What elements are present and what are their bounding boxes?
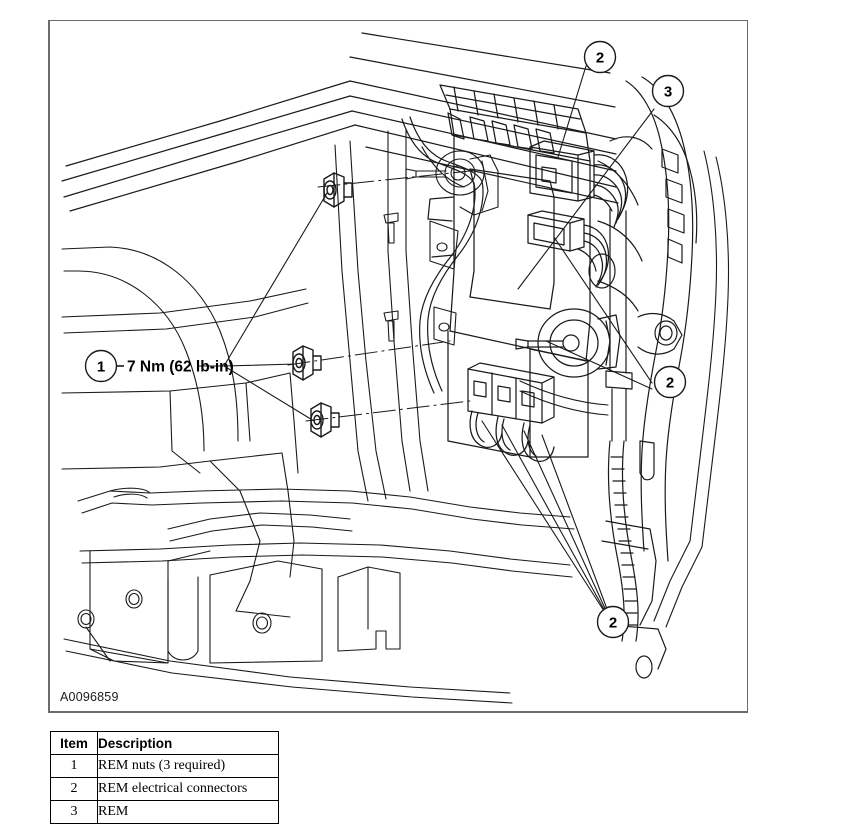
callout-2-top-label: 2 xyxy=(596,50,604,67)
rem-connector-upper xyxy=(529,140,629,228)
callout-2-bottom-label: 2 xyxy=(609,615,617,632)
lower-bracket-right xyxy=(337,566,401,652)
legend-item-description: REM nuts (3 required) xyxy=(97,754,279,778)
legend-item-number: 2 xyxy=(50,777,98,801)
legend-item-number: 1 xyxy=(50,754,98,778)
legend-item-number: 3 xyxy=(50,800,98,824)
rem-nut-lower xyxy=(310,402,340,438)
table-row: 1 REM nuts (3 required) xyxy=(50,754,279,778)
torque-spec: 7 Nm (62 lb-in) xyxy=(117,359,234,376)
rem-connector-middle xyxy=(527,210,610,288)
callout-1-label: 1 xyxy=(97,359,105,376)
callout-2-bottom: 2 xyxy=(596,605,630,639)
wheel-arch-lines xyxy=(61,246,239,452)
callout-2-right: 2 xyxy=(653,365,687,399)
mounting-stud-upper xyxy=(405,150,499,216)
torque-spec-label: 7 Nm (62 lb-in) xyxy=(127,359,234,376)
rem-nut-middle xyxy=(292,345,322,381)
legend-header-description: Description xyxy=(97,731,279,755)
round-grommet xyxy=(515,308,621,378)
leader-line-item-2-top xyxy=(557,65,587,158)
floor-pan-left xyxy=(61,452,295,618)
harness-tube-right xyxy=(605,208,639,642)
callout-1: 1 xyxy=(84,349,118,383)
leader-lines-item-1 xyxy=(197,192,328,422)
center-pillar xyxy=(334,128,429,502)
callout-2-top: 2 xyxy=(583,40,617,74)
bracket-tab-lower xyxy=(433,306,457,346)
leader-lines-item-2-right xyxy=(545,236,653,390)
callout-bubbles: 1 2 3 2 xyxy=(84,40,687,639)
rem-module xyxy=(427,84,591,458)
rem-location-illustration: 1 2 3 2 xyxy=(61,32,730,704)
callout-2-right-label: 2 xyxy=(666,375,674,392)
lower-crossmember xyxy=(77,487,575,578)
legend-table: Item Description 1 REM nuts (3 required)… xyxy=(50,731,279,824)
figure-frame: 1 2 3 2 xyxy=(48,20,748,713)
leader-lines-item-2-bottom xyxy=(481,420,611,618)
harness-strap xyxy=(519,380,609,416)
rem-connector-lower xyxy=(467,362,555,462)
body-edge-right xyxy=(653,150,730,628)
table-row: 3 REM xyxy=(50,800,279,824)
legend-item-description: REM electrical connectors xyxy=(97,777,279,801)
mid-body-contour xyxy=(61,288,309,474)
legend-header-row: Item Description xyxy=(50,731,279,755)
figure-id-label: A0096859 xyxy=(60,690,119,704)
table-row: 2 REM electrical connectors xyxy=(50,777,279,801)
right-quarter-panel xyxy=(588,76,698,679)
lower-box-right xyxy=(167,560,323,664)
callout-3: 3 xyxy=(651,74,685,108)
bottom-diagonal xyxy=(63,638,513,704)
bolt-upper xyxy=(383,212,399,244)
legend-item-description: REM xyxy=(97,800,279,824)
callout-3-label: 3 xyxy=(664,84,672,101)
bolt-lower xyxy=(383,310,399,342)
legend-header-item: Item xyxy=(50,731,98,755)
leader-line-item-3 xyxy=(517,108,655,290)
alignment-axes xyxy=(287,170,471,422)
